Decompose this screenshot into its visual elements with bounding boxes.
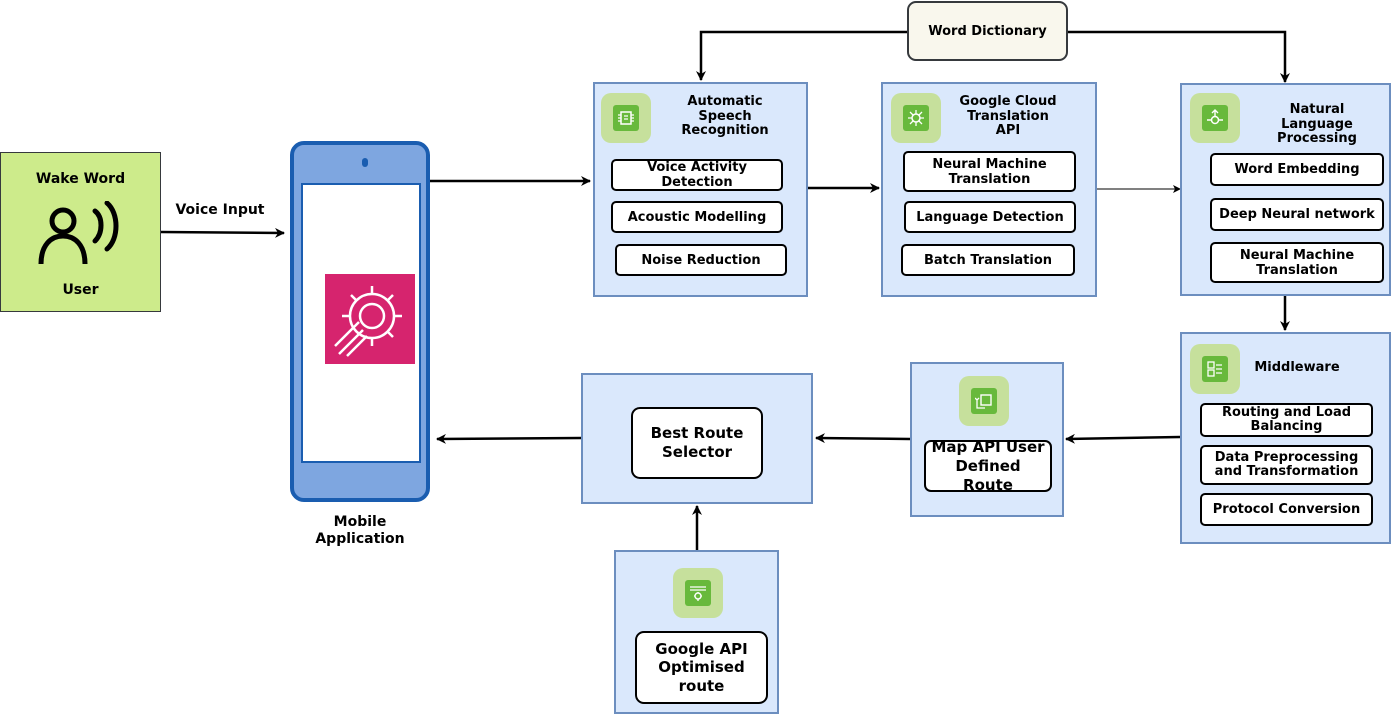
asr-item-acoustic: Acoustic Modelling bbox=[611, 201, 783, 233]
middleware-item-protocol: Protocol Conversion bbox=[1200, 493, 1373, 526]
asr-title: Automatic Speech Recognition bbox=[681, 94, 769, 138]
middleware-icon bbox=[1190, 344, 1240, 394]
middleware-item-data-preprocessing: Data Preprocessing and Transformation bbox=[1200, 445, 1373, 485]
map-api-user-defined-route: Map API User Defined Route bbox=[924, 438, 1052, 494]
mobile-phone bbox=[290, 141, 430, 502]
user-wake-word-box: Wake Word User bbox=[0, 152, 161, 312]
user-voice-icon bbox=[38, 201, 119, 265]
voice-input-label: Voice Input bbox=[175, 202, 265, 218]
edge-dict-to-nlp bbox=[1068, 30, 1290, 83]
map-api-panel: Map API User Defined Route bbox=[910, 362, 1064, 517]
tree-node-icon bbox=[1190, 93, 1240, 143]
gct-item-batch: Batch Translation bbox=[901, 244, 1075, 276]
asr-item-voice-activity: Voice Activity Detection bbox=[611, 159, 783, 191]
middleware-item-routing: Routing and Load Balancing bbox=[1200, 403, 1373, 437]
gear-speed-icon bbox=[325, 274, 415, 364]
nlp-item-word-embedding: Word Embedding bbox=[1210, 153, 1384, 186]
nlp-item-dnn: Deep Neural network bbox=[1210, 198, 1384, 231]
best-route-selector: Best Route Selector bbox=[631, 407, 763, 479]
nlp-item-nmt: Neural Machine Translation bbox=[1210, 242, 1384, 283]
nlp-title: Natural Language Processing bbox=[1277, 102, 1357, 146]
edge-dict-to-asr bbox=[696, 30, 907, 81]
network-node-icon bbox=[891, 93, 941, 143]
asr-panel: Automatic Speech Recognition Voice Activ… bbox=[593, 82, 808, 297]
asr-item-noise: Noise Reduction bbox=[615, 244, 787, 276]
translation-api-title: Google Cloud Translation API bbox=[959, 94, 1057, 138]
wake-word-title: Wake Word bbox=[35, 171, 126, 187]
nlp-panel: Natural Language Processing Word Embeddi… bbox=[1180, 83, 1391, 296]
google-api-panel: Google API Optimised route bbox=[614, 550, 779, 714]
user-caption: User bbox=[62, 282, 99, 298]
chip-icon bbox=[601, 93, 651, 143]
middleware-panel: Middleware Routing and Load Balancing Da… bbox=[1180, 332, 1391, 544]
route-service-icon bbox=[673, 568, 723, 618]
edge-bestroute-to-mobile bbox=[436, 433, 582, 444]
gct-item-language-detection: Language Detection bbox=[904, 201, 1076, 233]
gct-item-nmt: Neural Machine Translation bbox=[903, 151, 1076, 192]
mobile-application-label: Mobile Application bbox=[315, 514, 405, 547]
translation-api-panel: Google Cloud Translation API Neural Mach… bbox=[881, 82, 1097, 297]
edge-middleware-to-mapapi bbox=[1065, 433, 1181, 444]
word-dictionary-label: Word Dictionary bbox=[928, 23, 1047, 39]
word-dictionary-box: Word Dictionary bbox=[907, 1, 1068, 61]
phone-screen bbox=[301, 183, 421, 463]
edge-user-to-mobile bbox=[160, 227, 285, 238]
edge-mapapi-to-bestroute bbox=[815, 433, 911, 444]
phone-camera bbox=[362, 158, 368, 167]
map-terminal-icon bbox=[959, 376, 1009, 426]
middleware-title: Middleware bbox=[1254, 360, 1340, 375]
google-api-optimised-route: Google API Optimised route bbox=[635, 631, 768, 704]
best-route-panel: Best Route Selector bbox=[581, 373, 813, 504]
